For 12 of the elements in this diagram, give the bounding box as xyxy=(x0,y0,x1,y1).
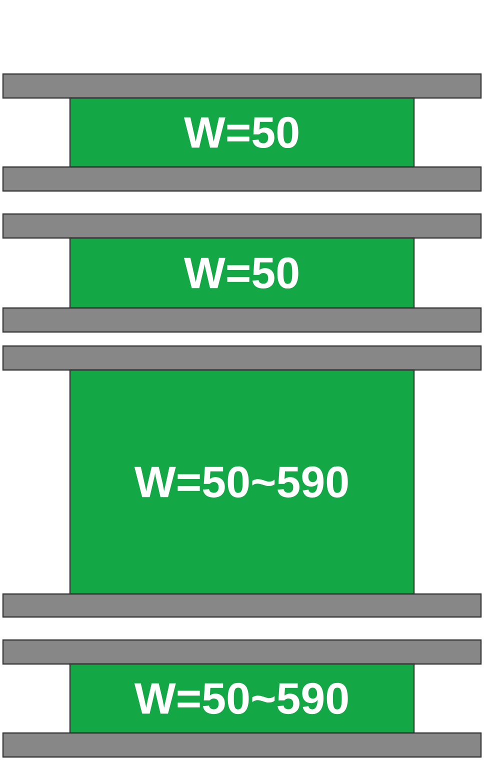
plate xyxy=(2,639,482,665)
plate xyxy=(2,213,482,239)
block: W=50~590 xyxy=(69,663,415,734)
block: W=50 xyxy=(69,97,415,168)
plate xyxy=(2,345,482,371)
plate xyxy=(2,166,482,192)
block: W=50 xyxy=(69,237,415,309)
block: W=50~590 xyxy=(69,369,415,595)
plate xyxy=(2,593,482,618)
plate xyxy=(2,307,482,333)
plate xyxy=(2,732,482,758)
plate xyxy=(2,73,482,99)
